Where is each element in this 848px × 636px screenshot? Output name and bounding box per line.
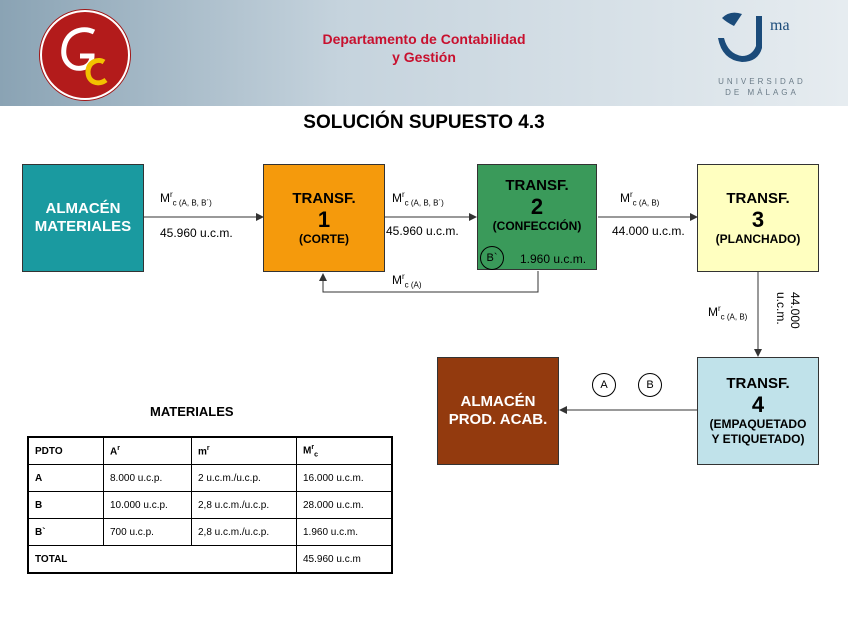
t1-sub: (CORTE) — [299, 231, 349, 246]
almacen-mat-line2: MATERIALES — [34, 218, 132, 235]
header-cell: Ar — [103, 436, 192, 465]
almacen-materiales-box: ALMACÉN MATERIALES — [22, 164, 144, 272]
uma-text: ma — [770, 17, 790, 34]
gc-logo — [40, 10, 130, 100]
t1-number: 1 — [317, 206, 331, 232]
flow-4-label: Mrc (A, B) — [708, 304, 748, 322]
flow-4-value: 44.000 u.c.m. — [774, 292, 802, 329]
t4-sub2: Y ETIQUETADO) — [711, 432, 805, 446]
uni-line-1: UNIVERSIDAD — [718, 77, 806, 86]
header-banner: Departamento de Contabilidad y Gestión m… — [0, 0, 848, 106]
header-cell: PDTO — [27, 436, 104, 465]
flow-2-value: 45.960 u.c.m. — [386, 224, 459, 238]
materials-title: MATERIALES — [150, 404, 234, 419]
cell: B` — [27, 518, 104, 546]
table-row: B` 700 u.c.p. 2,8 u.c.m./u.c.p. 1.960 u.… — [27, 518, 393, 546]
transf-1-box: TRANSF. 1 (CORTE) — [263, 164, 385, 272]
table-row: A 8.000 u.c.p. 2 u.c.m./u.c.p. 16.000 u.… — [27, 464, 393, 492]
flow-1-value: 45.960 u.c.m. — [160, 226, 233, 240]
cell: 28.000 u.c.m. — [296, 491, 393, 519]
almacen-prod-line2: PROD. ACAB. — [448, 411, 548, 428]
flow-2-label: Mrc (A, B, B´) — [392, 190, 444, 208]
cell: 8.000 u.c.p. — [103, 464, 192, 492]
flow-3-value: 44.000 u.c.m. — [612, 224, 685, 238]
cell: 2 u.c.m./u.c.p. — [191, 464, 297, 492]
header-cell: mr — [191, 436, 297, 465]
flow-1-label: Mrc (A, B, B´) — [160, 190, 212, 208]
circle-b-prime: B` — [480, 246, 504, 270]
dept-line-2: y Gestión — [392, 49, 456, 65]
cell: 1.960 u.c.m. — [296, 518, 393, 546]
total-value: 45.960 u.c.m — [296, 545, 393, 574]
t2-number: 2 — [530, 194, 544, 219]
transf-3-box: TRANSF. 3 (PLANCHADO) — [697, 164, 819, 272]
t3-sub: (PLANCHADO) — [715, 231, 801, 246]
cell: B — [27, 491, 104, 519]
table-header-row: PDTO Ar mr Mrc — [27, 436, 393, 465]
b-prime-value: 1.960 u.c.m. — [520, 252, 587, 266]
table-row: B 10.000 u.c.p. 2,8 u.c.m./u.c.p. 28.000… — [27, 491, 393, 519]
cell: A — [27, 464, 104, 492]
cell: 2,8 u.c.m./u.c.p. — [191, 518, 297, 546]
flow-feedback-label: Mrc (A) — [392, 272, 422, 290]
almacen-prod-line1: ALMACÉN — [460, 393, 536, 410]
t4-number: 4 — [751, 392, 765, 417]
cell: 2,8 u.c.m./u.c.p. — [191, 491, 297, 519]
t4-sub1: (EMPAQUETADO — [709, 417, 807, 431]
dept-line-1: Departamento de Contabilidad — [322, 31, 526, 47]
arrow-t2-feedback-t1 — [319, 271, 539, 293]
uni-line-2: DE MÁLAGA — [725, 88, 799, 97]
header-cell: Mrc — [296, 436, 393, 465]
table-total-row: TOTAL 45.960 u.c.m — [27, 545, 393, 574]
transf-4-box: TRANSF. 4 (EMPAQUETADO Y ETIQUETADO) — [697, 357, 819, 465]
uma-logo: ma UNIVERSIDAD DE MÁLAGA — [712, 8, 822, 103]
cell: 16.000 u.c.m. — [296, 464, 393, 492]
almacen-prod-acab-box: ALMACÉN PROD. ACAB. — [437, 357, 559, 465]
t4-title: TRANSF. — [726, 375, 790, 392]
t3-title: TRANSF. — [726, 189, 790, 207]
t2-sub: (CONFECCIÓN) — [492, 219, 582, 233]
department-name: Departamento de Contabilidad y Gestión — [292, 30, 556, 66]
almacen-mat-line1: ALMACÉN — [45, 200, 121, 217]
t1-title: TRANSF. — [292, 189, 356, 207]
t2-title: TRANSF. — [505, 177, 569, 194]
flow-3-label: Mrc (A, B) — [620, 190, 660, 208]
circle-a: A — [592, 373, 616, 397]
page-title: SOLUCIÓN SUPUESTO 4.3 — [303, 112, 545, 133]
circle-b: B — [638, 373, 662, 397]
university-name: UNIVERSIDAD DE MÁLAGA — [712, 76, 812, 98]
materials-table: PDTO Ar mr Mrc A 8.000 u.c.p. 2 u.c.m./u… — [27, 436, 393, 574]
cell: 700 u.c.p. — [103, 518, 192, 546]
cell: 10.000 u.c.p. — [103, 491, 192, 519]
total-label: TOTAL — [27, 545, 297, 574]
t3-number: 3 — [751, 206, 765, 232]
